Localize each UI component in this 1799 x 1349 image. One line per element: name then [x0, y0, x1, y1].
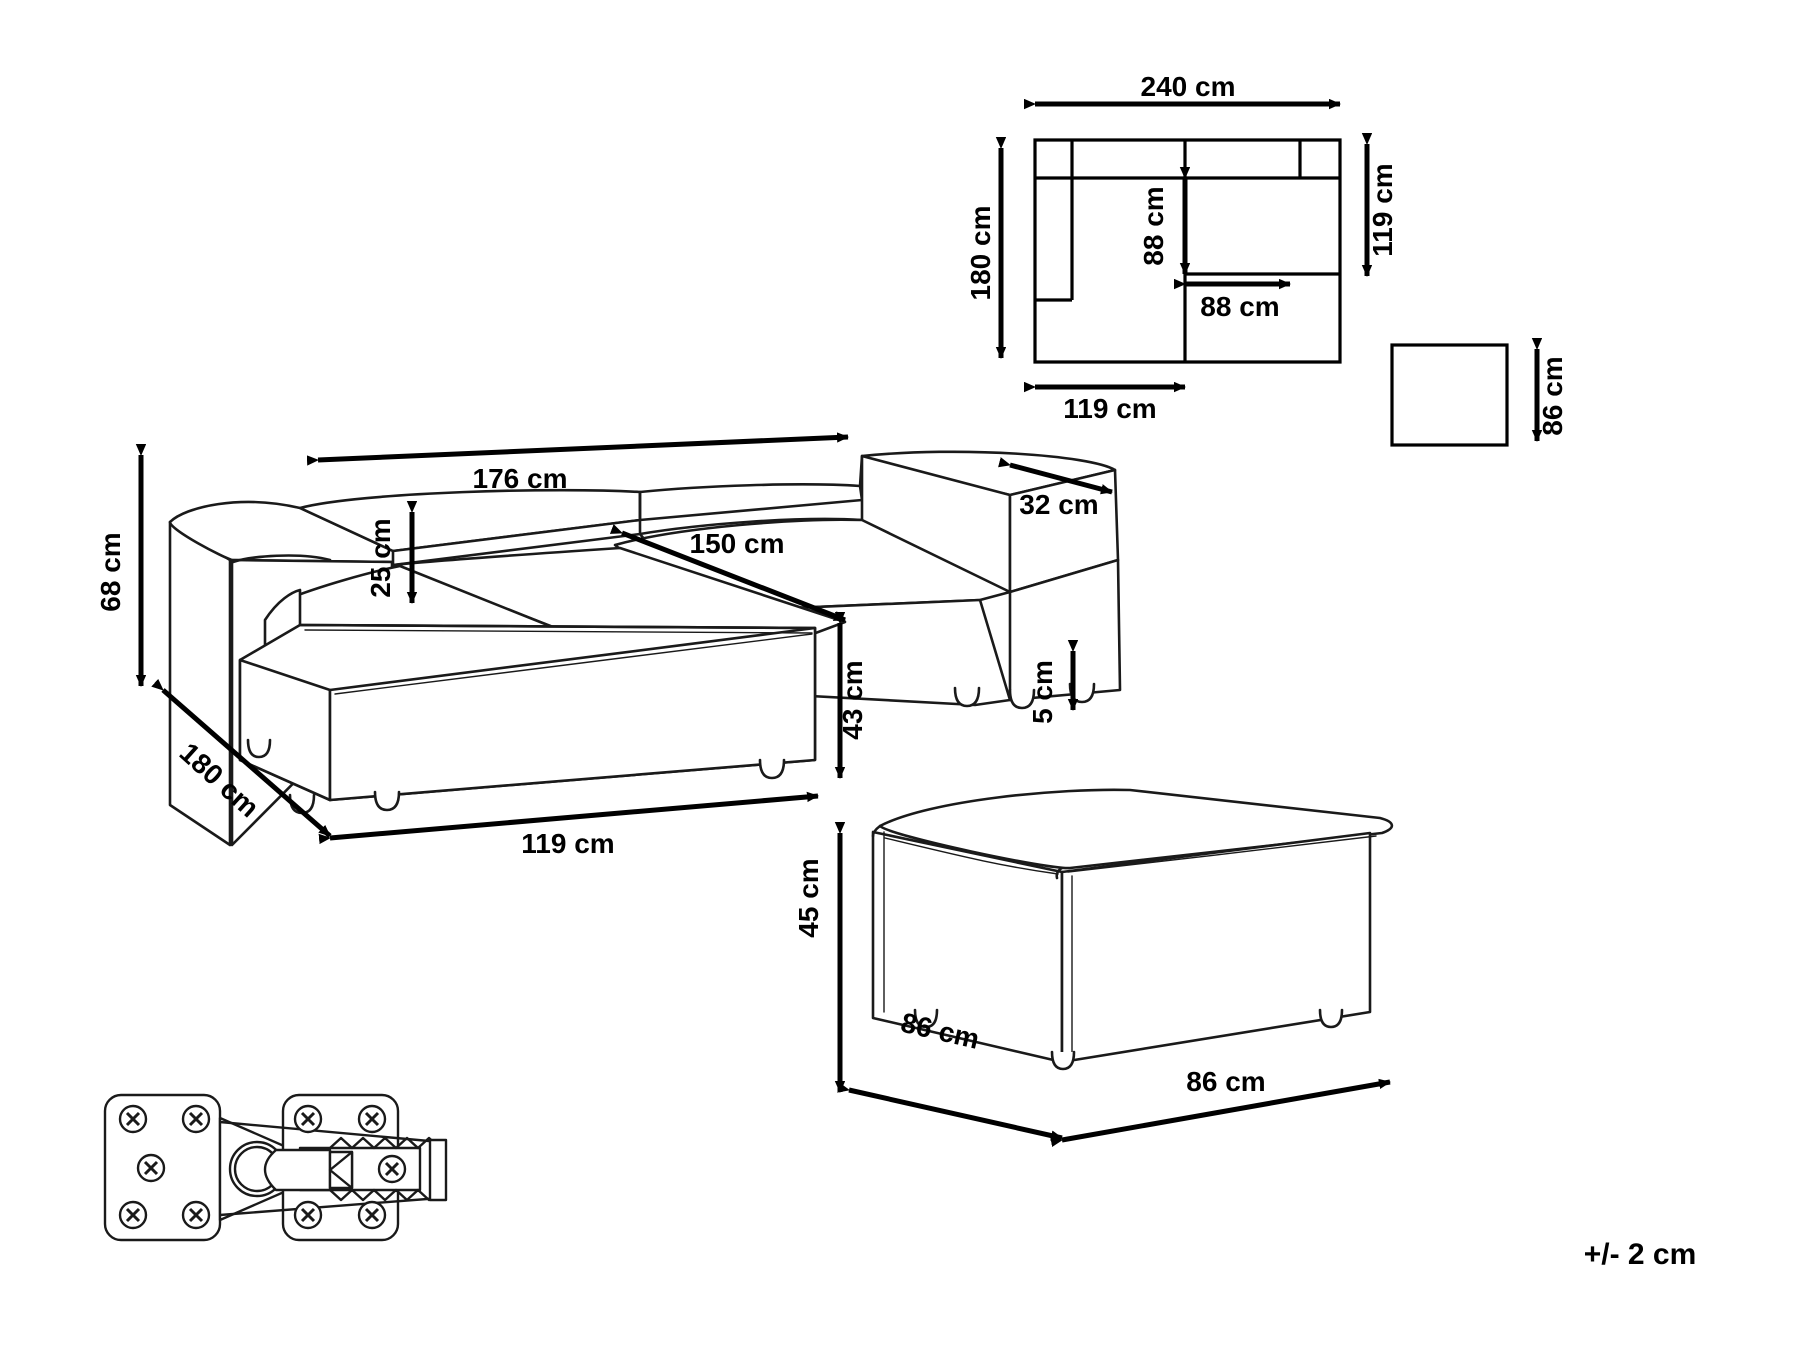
ottoman-seam-left — [884, 837, 1059, 875]
dim-150-label: 150 cm — [690, 528, 785, 559]
dim-45-label: 45 cm — [793, 858, 824, 937]
dim-240-label: 240 cm — [1141, 71, 1236, 102]
dim-5-label: 5 cm — [1027, 660, 1058, 724]
dim-86-plan-group: 86 cm — [1531, 338, 1568, 442]
dim-32-label: 32 cm — [1019, 489, 1098, 520]
sofa-leg-5 — [953, 686, 981, 708]
dim-86-width-group: 86 cm — [1050, 1066, 1391, 1148]
ottoman-leg-1 — [913, 1008, 939, 1029]
dim-88-horizontal-label: 88 cm — [1200, 291, 1279, 322]
dim-88-horizontal-group: 88 cm — [1174, 278, 1291, 322]
plan-view-ottoman-group: 86 cm — [1390, 338, 1568, 447]
dim-119-plan-bottom-label: 119 cm — [1063, 393, 1156, 424]
ottoman-corner-bl — [871, 824, 882, 838]
dim-68-label: 68 cm — [95, 532, 126, 611]
ottoman-seam-right — [1067, 835, 1377, 873]
dim-150-group: 150 cm — [609, 524, 846, 623]
dim-180-plan-label: 180 cm — [965, 206, 996, 301]
ottoman-leg-3 — [1318, 1008, 1344, 1029]
dim-176-label: 176 cm — [473, 463, 568, 494]
dim-119-persp-label: 119 cm — [521, 828, 614, 859]
dim-88-vertical-group: 88 cm — [1138, 167, 1191, 275]
screw-head — [118, 1200, 148, 1230]
dim-119-plan-right-label: 119 cm — [1367, 163, 1398, 256]
screw-head — [293, 1200, 323, 1230]
clamp-jaw-arrow — [328, 1150, 354, 1190]
sofa-leg-2 — [373, 790, 401, 812]
sofa-base-inner-line2 — [334, 633, 813, 695]
plan-ottoman-outline — [1390, 343, 1509, 447]
sofa-left-arm-seam — [231, 554, 332, 564]
screw-head — [357, 1104, 387, 1134]
screw-head — [136, 1153, 166, 1183]
dim-25-group: 25 cm — [365, 501, 418, 604]
dim-88-vertical-label: 88 cm — [1138, 186, 1169, 265]
dim-119-plan-bottom-group: 119 cm — [1024, 381, 1186, 424]
screw-head — [181, 1104, 211, 1134]
dim-68-group: 68 cm — [95, 444, 147, 687]
screw-head — [293, 1104, 323, 1134]
dim-43-group: 43 cm — [834, 612, 868, 779]
clamp-jaw-left — [263, 1148, 332, 1192]
ottoman-right-face — [1060, 831, 1372, 1064]
dim-32-group: 32 cm — [998, 457, 1113, 520]
ottoman-leg-2 — [1050, 1050, 1076, 1071]
dim-43-label: 43 cm — [837, 660, 868, 739]
dim-5-group: 5 cm — [1027, 640, 1079, 724]
sofa-leg-4 — [246, 738, 272, 759]
perspective-sofa-group: 68 cm 25 cm 176 cm 150 cm 32 cm 43 cm — [95, 432, 1122, 859]
clamp-rail-bottom — [219, 1196, 441, 1217]
sofa-leg-3 — [758, 758, 786, 780]
dim-180-plan-group: 180 cm — [965, 137, 1007, 359]
dim-25-label: 25 cm — [365, 518, 396, 597]
screw-head — [118, 1104, 148, 1134]
ottoman-corner-mid — [1055, 866, 1064, 880]
clamp-end-block — [428, 1138, 448, 1202]
clamp-teeth-bottom — [329, 1188, 441, 1202]
dim-240-group: 240 cm — [1024, 71, 1341, 110]
sofa-chaise-base-edge — [298, 623, 817, 630]
sofa-base-inner-line — [304, 629, 813, 634]
connector-clamp-group — [103, 1093, 448, 1242]
screw-head — [377, 1154, 407, 1184]
sofa-leg-6 — [1008, 688, 1036, 710]
screw-head — [357, 1200, 387, 1230]
clamp-screws — [118, 1104, 407, 1230]
dim-119-persp-group: 119 cm — [318, 791, 819, 859]
tolerance-note: +/- 2 cm — [1584, 1238, 1697, 1271]
dim-45-group: 45 cm — [793, 822, 846, 1093]
dim-86-plan-label: 86 cm — [1537, 356, 1568, 435]
clamp-rail-top — [219, 1120, 441, 1144]
dim-86-width-label: 86 cm — [1186, 1066, 1265, 1097]
dim-176-group: 176 cm — [306, 432, 849, 494]
dim-119-plan-right-group: 119 cm — [1361, 133, 1398, 277]
sofa-right-arm-front — [1008, 558, 1122, 702]
ottoman-top — [878, 788, 1394, 870]
plan-view-sofa-group: 240 cm 180 cm 119 cm 119 cm 88 cm 88 cm — [965, 71, 1398, 424]
screw-head — [181, 1200, 211, 1230]
